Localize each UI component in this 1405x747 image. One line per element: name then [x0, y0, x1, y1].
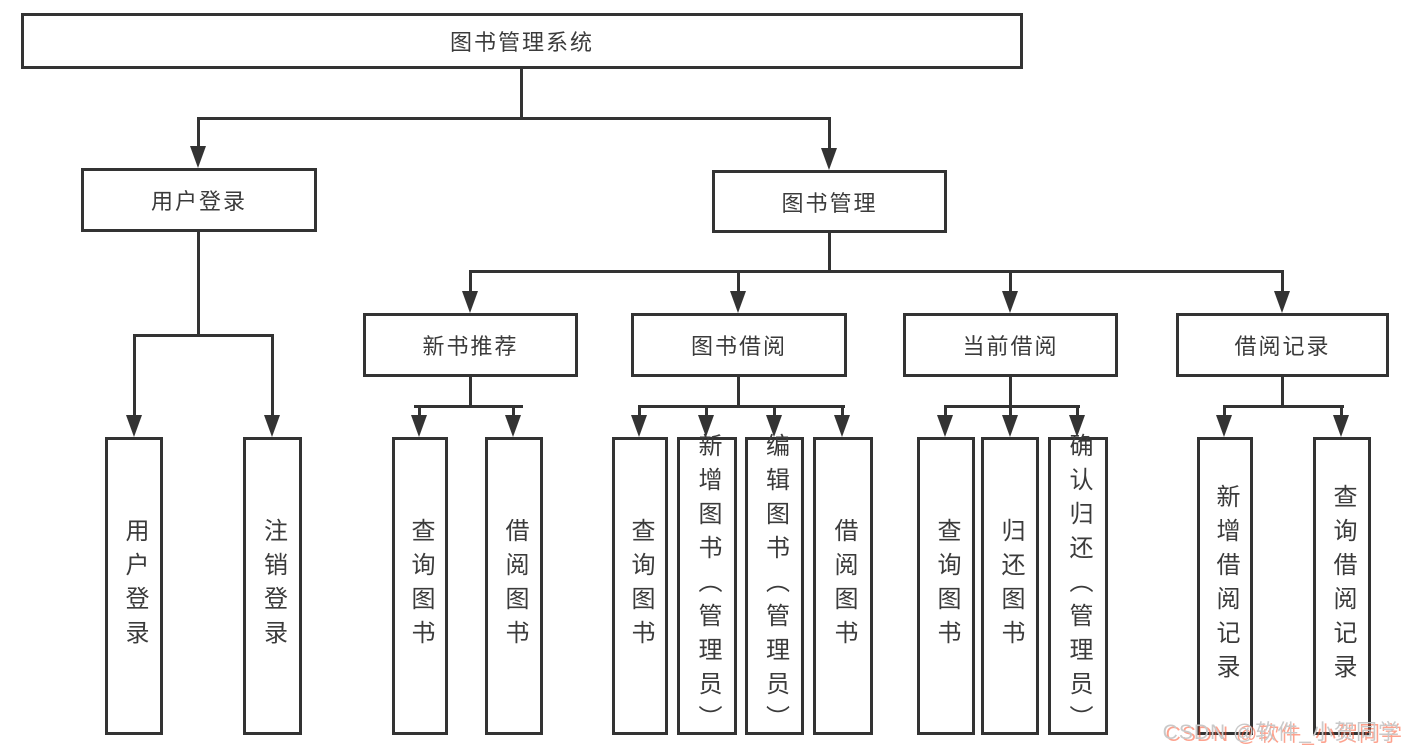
- leaf-add-borrow-record: 新增借阅记录: [1197, 437, 1253, 735]
- csdn-watermark: CSDN @软件_小贺同学: [1162, 721, 1400, 744]
- leaf-logout-label: 注销登录: [259, 518, 287, 654]
- node-current-borrow-label: 当前借阅: [962, 334, 1059, 359]
- connector-arrowhead: [462, 291, 478, 313]
- leaf-add-borrow-record-label: 新增借阅记录: [1212, 484, 1239, 688]
- leaf-query-borrow-record: 查询借阅记录: [1313, 437, 1371, 735]
- leaf-query-borrow-record-label: 查询借阅记录: [1329, 484, 1356, 688]
- connector-line: [737, 270, 740, 298]
- connector-line: [197, 117, 200, 150]
- connector-arrowhead: [505, 415, 521, 437]
- connector-line: [133, 334, 274, 337]
- leaf-add-book-admin: 新增图书（管理员）: [677, 433, 737, 739]
- connector-line: [271, 334, 274, 420]
- connector-line: [469, 270, 1284, 273]
- connector-line: [841, 405, 844, 421]
- connector-line: [828, 233, 831, 273]
- connector-line: [418, 405, 421, 421]
- connector-arrowhead: [264, 415, 280, 437]
- connector-line: [520, 69, 523, 120]
- leaf-borrow-books-recommend-label: 借阅图书: [501, 518, 528, 654]
- connector-arrowhead: [730, 291, 746, 313]
- connector-arrowhead: [766, 415, 782, 437]
- leaf-query-books-borrow-label: 查询图书: [627, 518, 654, 654]
- leaf-add-book-admin-label: 新增图书（管理员）: [694, 433, 721, 739]
- connector-line: [197, 232, 200, 337]
- connector-arrowhead: [1002, 291, 1018, 313]
- connector-arrowhead: [821, 148, 837, 170]
- connector-arrowhead: [1333, 415, 1349, 437]
- connector-line: [1076, 405, 1079, 421]
- node-book-borrow-label: 图书借阅: [690, 334, 787, 359]
- leaf-borrow-books-label: 借阅图书: [830, 518, 857, 654]
- leaf-edit-book-admin-label: 编辑图书（管理员）: [761, 433, 789, 739]
- connector-arrowhead: [190, 146, 206, 168]
- connector-arrowhead: [1216, 415, 1232, 437]
- connector-arrowhead: [411, 415, 427, 437]
- leaf-confirm-return-admin: 确认归还（管理员）: [1048, 433, 1108, 739]
- connector-arrowhead: [1002, 415, 1018, 437]
- leaf-confirm-return-admin-label: 确认归还（管理员）: [1065, 433, 1092, 739]
- leaf-query-books-borrow: 查询图书: [612, 437, 668, 735]
- connector-line: [133, 334, 136, 420]
- connector-line: [1340, 405, 1343, 421]
- node-root: 图书管理系统: [21, 13, 1023, 69]
- connector-line: [773, 405, 776, 421]
- connector-line: [469, 270, 472, 298]
- connector-line: [944, 405, 1080, 408]
- node-borrow-records-label: 借阅记录: [1234, 334, 1331, 359]
- connector-line: [638, 405, 641, 421]
- node-user-login-label: 用户登录: [150, 189, 247, 214]
- leaf-query-books-recommend: 查询图书: [392, 437, 448, 735]
- connector-line: [414, 405, 523, 408]
- leaf-query-books-current-label: 查询图书: [933, 518, 960, 654]
- leaf-logout: 注销登录: [243, 437, 302, 735]
- leaf-edit-book-admin: 编辑图书（管理员）: [745, 433, 804, 739]
- connector-line: [197, 117, 831, 120]
- connector-line: [1223, 405, 1226, 421]
- leaf-borrow-books: 借阅图书: [813, 437, 873, 735]
- leaf-user-login: 用户登录: [105, 437, 163, 735]
- node-book-management-label: 图书管理: [781, 190, 878, 216]
- connector-arrowhead: [126, 415, 142, 437]
- connector-arrowhead: [1274, 291, 1290, 313]
- leaf-query-books-recommend-label: 查询图书: [407, 518, 434, 654]
- connector-line: [1223, 405, 1344, 408]
- leaf-return-book: 归还图书: [981, 437, 1039, 735]
- node-borrow-records: 借阅记录: [1176, 313, 1389, 377]
- connector-arrowhead: [834, 415, 850, 437]
- node-user-login: 用户登录: [81, 168, 317, 232]
- connector-arrowhead: [1069, 415, 1085, 437]
- connector-line: [512, 405, 515, 421]
- leaf-return-book-label: 归还图书: [997, 518, 1024, 654]
- node-current-borrow: 当前借阅: [903, 313, 1118, 377]
- leaf-borrow-books-recommend: 借阅图书: [485, 437, 543, 735]
- connector-line: [469, 377, 472, 408]
- leaf-query-books-current: 查询图书: [917, 437, 975, 735]
- connector-arrowhead: [631, 415, 647, 437]
- connector-line: [1281, 270, 1284, 298]
- node-new-book-recommend: 新书推荐: [363, 313, 578, 377]
- connector-arrowhead: [698, 415, 714, 437]
- connector-line: [944, 405, 947, 421]
- node-book-borrow: 图书借阅: [631, 313, 847, 377]
- connector-line: [828, 117, 831, 152]
- connector-line: [737, 377, 740, 408]
- connector-line: [705, 405, 708, 421]
- connector-line: [1009, 270, 1012, 298]
- connector-line: [1281, 377, 1284, 408]
- node-book-management: 图书管理: [712, 170, 947, 233]
- leaf-user-login-label: 用户登录: [121, 518, 148, 654]
- connector-line: [638, 405, 845, 408]
- connector-line: [1009, 405, 1012, 421]
- node-root-label: 图书管理系统: [449, 30, 594, 55]
- node-new-book-recommend-label: 新书推荐: [422, 334, 519, 359]
- connector-arrowhead: [937, 415, 953, 437]
- connector-line: [1009, 377, 1012, 408]
